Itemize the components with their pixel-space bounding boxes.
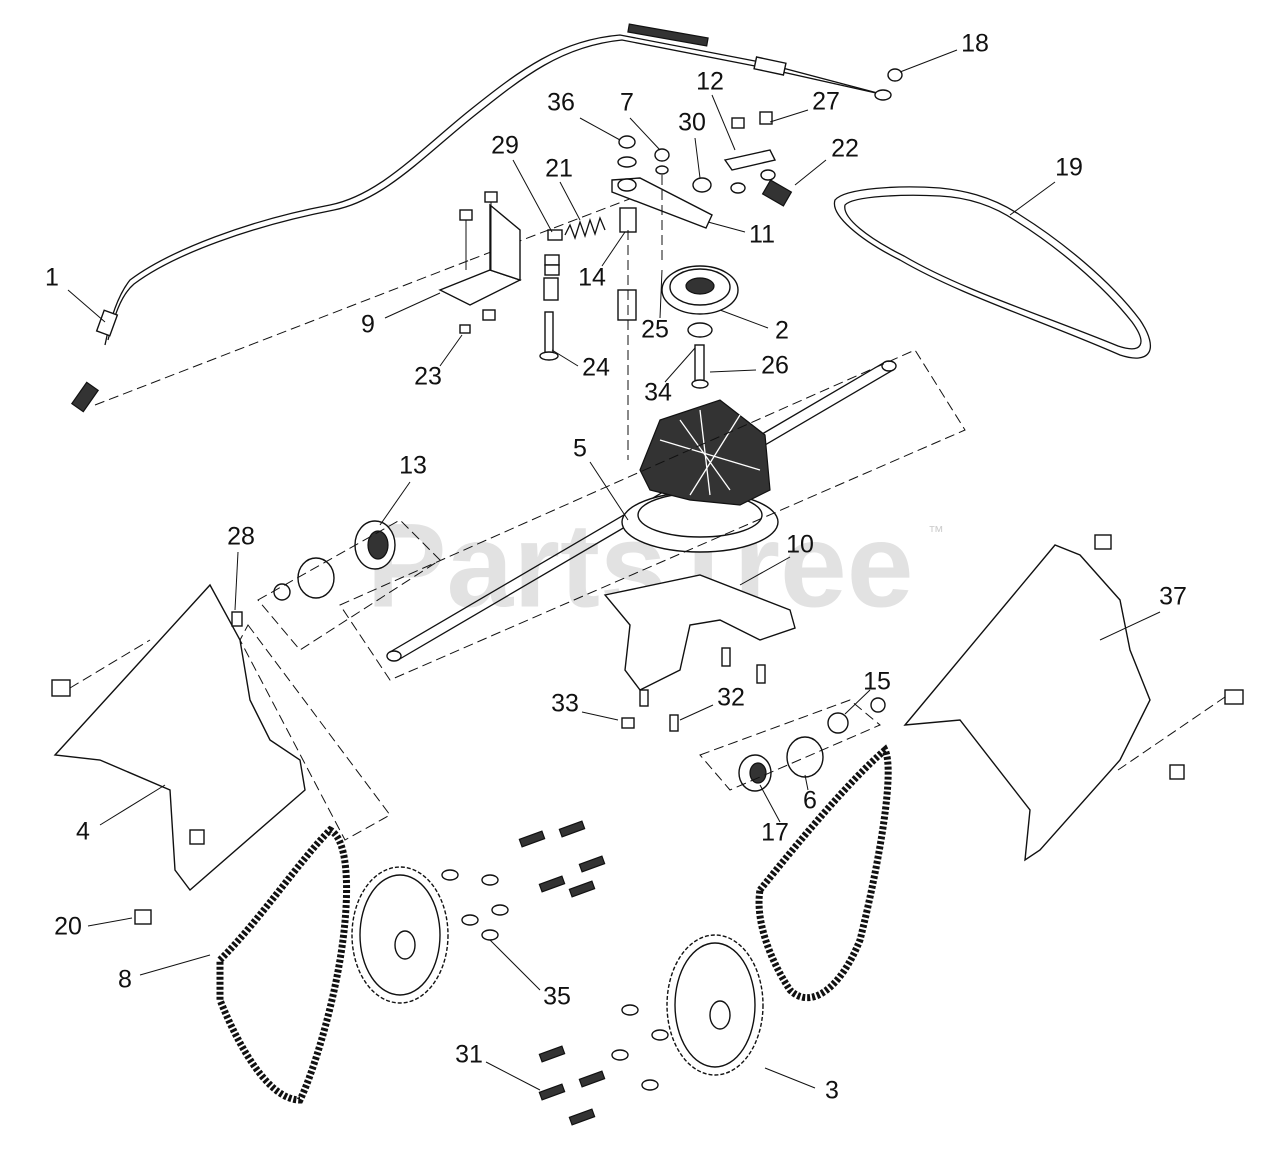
leader-line (1009, 181, 1056, 216)
leader-line (759, 784, 781, 823)
callout-3: 3 (825, 1077, 839, 1105)
leader-line (379, 481, 411, 526)
callout-28: 28 (227, 523, 255, 551)
leader-line (739, 556, 791, 586)
part-cover-4 (51, 583, 391, 925)
callout-10: 10 (786, 531, 814, 559)
callout-23: 23 (414, 363, 442, 391)
leader-line (67, 289, 106, 323)
leader-line (629, 117, 661, 151)
part-nut-18 (887, 68, 903, 82)
leader-line (559, 181, 581, 221)
leader-line (87, 917, 133, 927)
part-arm-11 (611, 135, 713, 460)
leader-line (234, 551, 239, 611)
leader-line (384, 292, 441, 319)
part-control-cable (70, 23, 892, 413)
leader-line (581, 711, 619, 721)
part-cover-37 (903, 534, 1244, 862)
callout-26: 26 (761, 352, 789, 380)
callout-37: 37 (1159, 583, 1187, 611)
part-gearbox-5 (339, 349, 966, 681)
part-bracket-10 (603, 574, 796, 732)
leader-line (844, 689, 871, 715)
leader-line (679, 704, 714, 721)
callout-5: 5 (573, 435, 587, 463)
part-bearing-13 (257, 519, 441, 651)
callout-31: 31 (455, 1041, 483, 1069)
callout-8: 8 (118, 966, 132, 994)
callout-1: 1 (45, 264, 59, 292)
leader-line (804, 774, 809, 791)
callout-leaders (67, 49, 1161, 1091)
callout-12: 12 (696, 68, 724, 96)
callout-22: 22 (831, 135, 859, 163)
callout-19: 19 (1055, 154, 1083, 182)
leader-line (439, 334, 463, 367)
callout-14: 14 (578, 264, 606, 292)
leader-line (99, 784, 166, 826)
leader-line (769, 109, 809, 123)
callout-15: 15 (863, 668, 891, 696)
callout-27: 27 (812, 88, 840, 116)
part-chain-right (755, 744, 892, 1002)
leader-line (664, 347, 696, 383)
part-idler-pulley-2 (661, 265, 739, 389)
leader-line (579, 117, 621, 141)
callout-9: 9 (361, 311, 375, 339)
callout-25: 25 (641, 316, 669, 344)
leader-line (707, 221, 746, 233)
part-bracket-9 (438, 191, 522, 334)
leader-line (711, 94, 736, 151)
part-sprocket-6 (699, 697, 886, 792)
leader-line (794, 159, 827, 186)
callout-21: 21 (545, 155, 573, 183)
callout-17: 17 (761, 819, 789, 847)
callout-24: 24 (582, 354, 610, 382)
part-large-sprocket-left (351, 820, 606, 1004)
leader-line (139, 954, 211, 976)
part-spring-21 (539, 216, 606, 361)
part-belt (833, 186, 1151, 359)
part-large-sprocket-3 (538, 934, 764, 1126)
callout-18: 18 (961, 30, 989, 58)
leader-line (719, 309, 769, 329)
leader-line (512, 159, 553, 233)
leader-line (489, 939, 541, 991)
part-lever-12 (723, 111, 793, 207)
callout-35: 35 (543, 983, 571, 1011)
leader-line (659, 269, 663, 319)
callout-11: 11 (749, 221, 775, 249)
callout-20: 20 (54, 913, 82, 941)
leader-line (589, 461, 629, 521)
callout-30: 30 (678, 109, 706, 137)
callout-13: 13 (399, 452, 427, 480)
callout-labels: 1 2 3 4 5 6 7 8 9 10 11 12 13 14 15 17 1… (45, 30, 1187, 1105)
leader-line (709, 369, 757, 373)
watermark-trademark: ™ (928, 524, 944, 541)
leader-line (899, 49, 958, 73)
leader-line (485, 1061, 541, 1091)
callout-34: 34 (644, 379, 672, 407)
callout-29: 29 (491, 132, 519, 160)
leader-line (694, 137, 701, 179)
callout-32: 32 (717, 684, 745, 712)
callout-7: 7 (620, 89, 634, 117)
leader-line (551, 349, 579, 367)
leader-line (601, 231, 626, 267)
callout-33: 33 (551, 690, 579, 718)
part-chain-8 (216, 825, 351, 1104)
leader-line (1099, 611, 1161, 641)
callout-6: 6 (803, 787, 817, 815)
leader-line (764, 1067, 816, 1089)
callout-36: 36 (547, 89, 575, 117)
callout-2: 2 (775, 317, 789, 345)
callout-4: 4 (76, 818, 90, 846)
